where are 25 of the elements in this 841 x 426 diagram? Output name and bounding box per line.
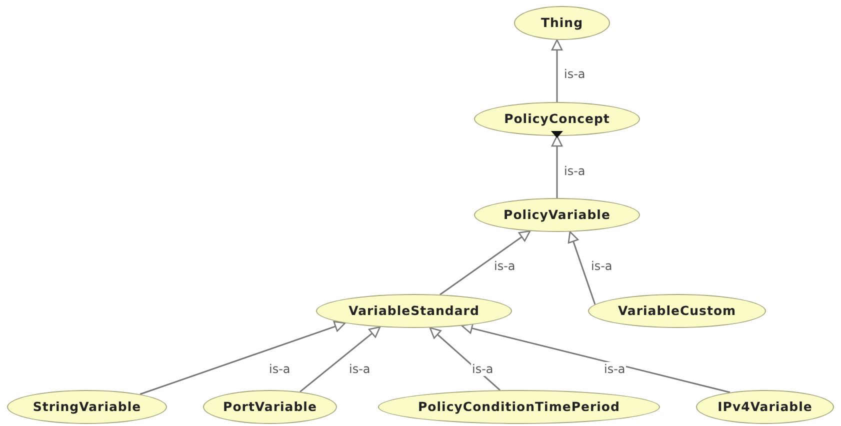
class-name: VariableStandard — [348, 302, 480, 320]
edge-label: is-a — [590, 259, 614, 273]
edge-label: is-a — [563, 67, 586, 81]
class-name: StringVariable — [32, 398, 142, 416]
is-a-arrow — [551, 135, 563, 198]
edge-label: is-a — [563, 164, 586, 178]
class-name: PolicyVariable — [504, 206, 610, 224]
edge-label: is-a — [471, 362, 494, 376]
class-name: PolicyConcept — [504, 110, 610, 128]
class-name: PolicyConditionTimePeriod — [418, 398, 620, 416]
class-name: IPv4Variable — [718, 398, 812, 416]
is-a-arrow — [300, 326, 381, 392]
class-name: PortVariable — [223, 398, 317, 416]
edge-label: is-a — [603, 362, 626, 376]
is-a-arrow — [440, 230, 531, 296]
is-a-arrow — [568, 231, 596, 305]
edge-label: is-a — [348, 362, 372, 376]
edge-label: is-a — [268, 362, 292, 376]
class-name: VariableCustom — [618, 302, 736, 320]
is-a-arrow — [429, 327, 500, 391]
is-a-arrow — [551, 39, 563, 102]
is-a-arrow — [461, 322, 730, 394]
is-a-arrow — [140, 320, 346, 395]
class-name: Thing — [540, 14, 584, 32]
edge-label: is-a — [493, 259, 516, 273]
